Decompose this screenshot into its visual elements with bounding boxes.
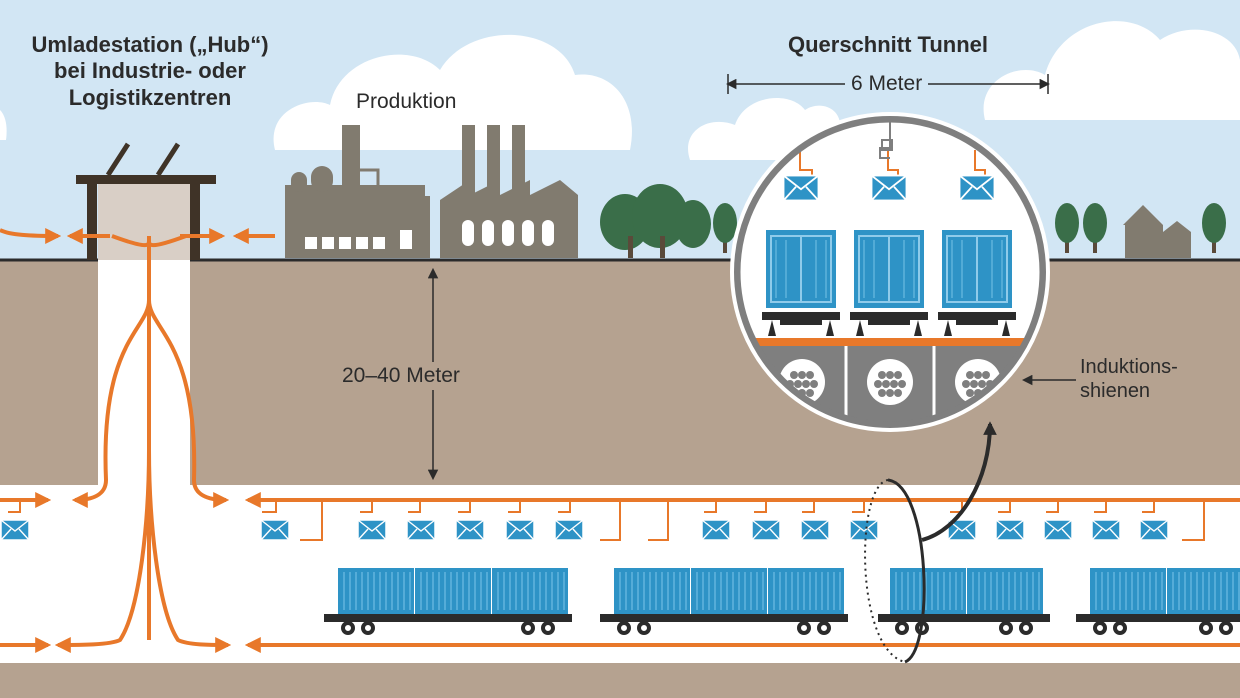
cross-section-title: Querschnitt Tunnel (787, 32, 989, 57)
hub-building (76, 142, 216, 260)
factory-windows (305, 230, 412, 249)
tree-icon (600, 184, 737, 258)
hub-title: Umladestation („Hub“) bei Industrie- ode… (0, 32, 300, 111)
section-marker (864, 421, 997, 664)
hub-title-line: Logistikzentren (68, 84, 232, 110)
hub-shaft (98, 260, 190, 500)
train-wheels (341, 621, 1233, 635)
tunnel-cross-section (730, 112, 1050, 432)
production-label: Produktion (356, 90, 457, 113)
route-arrows (0, 227, 1240, 653)
hub-title-line: bei Industrie- oder (54, 58, 246, 84)
factory-windows (462, 220, 554, 246)
package-hangers (8, 500, 1205, 541)
shipping-container-icon (337, 567, 1240, 615)
induction-rails-label: Induktions- shienen (1080, 355, 1178, 403)
depth-label: 20–40 Meter (338, 362, 464, 390)
hub-title-line: Umladestation („Hub“) (31, 32, 269, 57)
train-chassis (324, 614, 1240, 622)
house-icon (1123, 205, 1191, 258)
clouds (0, 21, 1240, 160)
induction-label-line: Induktions- (1080, 356, 1178, 378)
tunnel-width-label: 6 Meter (845, 72, 929, 96)
induction-label-line: shienen (1080, 380, 1151, 402)
